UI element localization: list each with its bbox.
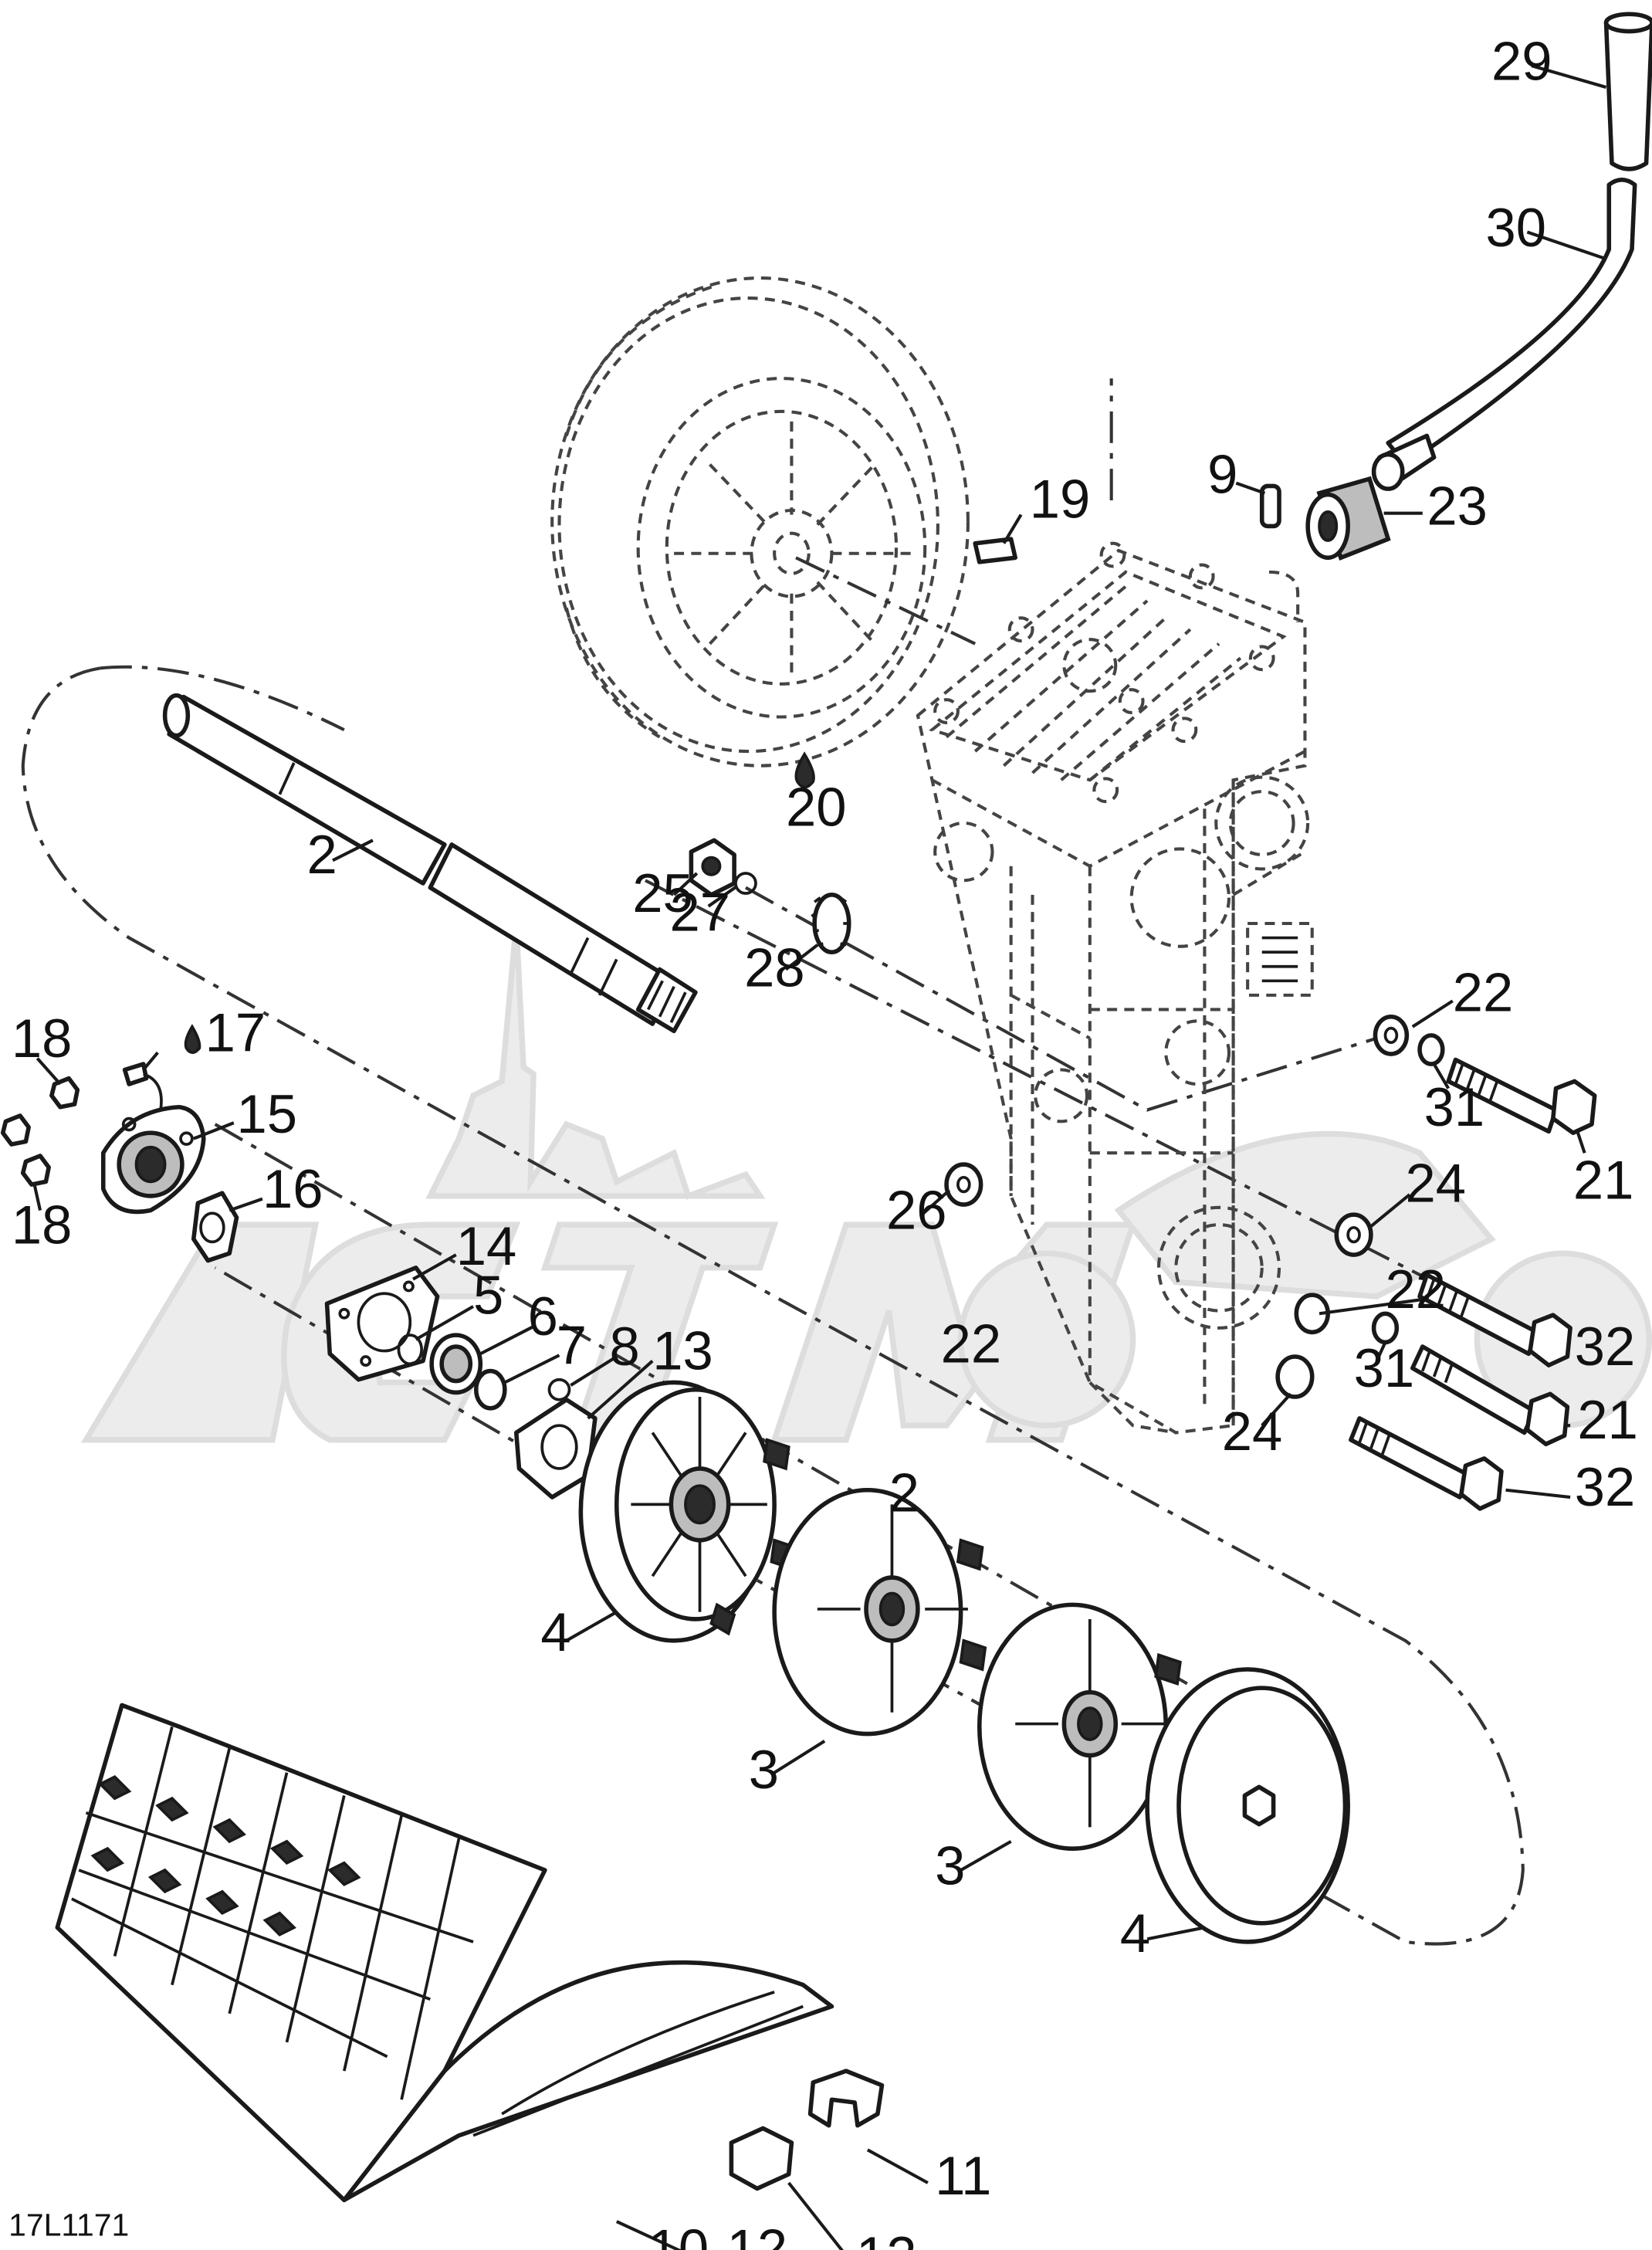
bolt-32-upper	[1417, 1272, 1572, 1367]
callout-21-upper: 21	[1573, 1150, 1634, 1211]
washer-24-lower	[1275, 1354, 1315, 1399]
callout-8: 8	[609, 1316, 639, 1377]
callout-22-middle: 22	[1385, 1259, 1446, 1320]
callout-26: 26	[886, 1180, 947, 1241]
callout-23: 23	[1427, 476, 1488, 537]
callout-24-upper: 24	[1405, 1152, 1466, 1213]
track-outline-phantom	[21, 666, 1525, 1946]
lock-washer-31-upper	[1417, 1033, 1445, 1066]
callout-20: 20	[786, 777, 847, 838]
circlip-5	[397, 1333, 424, 1366]
callout-12: 12	[856, 2225, 917, 2250]
bearing-6	[429, 1333, 483, 1395]
drive-axle	[162, 693, 698, 1034]
drive-sprocket-3-second	[977, 1602, 1185, 1851]
roll-pin	[1259, 483, 1281, 529]
callout-2-sprocket: 2	[889, 1462, 919, 1523]
coupler-16	[191, 1191, 239, 1263]
bolt-21-lower	[1410, 1344, 1570, 1447]
callout-4-outer: 4	[540, 1601, 570, 1662]
bearing-housing-15	[100, 1104, 206, 1215]
callout-10-12: 10-12	[648, 2218, 788, 2250]
bolt-32-lower	[1349, 1416, 1504, 1511]
drive-pulley-phantom	[550, 276, 970, 768]
callout-14: 14	[456, 1215, 517, 1276]
o-ring-8	[547, 1377, 571, 1401]
callout-19: 19	[1030, 468, 1091, 529]
callout-11: 11	[935, 2145, 991, 2206]
callout-28: 28	[744, 937, 805, 998]
track-section	[55, 1703, 834, 2203]
callout-16: 16	[262, 1158, 323, 1219]
callout-5: 5	[473, 1264, 503, 1325]
callout-24-lower: 24	[1222, 1401, 1283, 1462]
callout-31-lower: 31	[1354, 1337, 1415, 1398]
callout-9: 9	[1207, 444, 1237, 505]
leader-lines	[32, 64, 1607, 2250]
callout-13: 13	[652, 1320, 713, 1381]
callout-labels: 29 30 9 23 19 20 2 25 27 28 22 31 21 18 …	[12, 31, 1638, 2250]
callout-15: 15	[237, 1083, 298, 1144]
callout-3-first: 3	[749, 1739, 779, 1800]
sprocket-28	[811, 893, 851, 954]
callout-18-upper: 18	[12, 1008, 73, 1069]
callout-6: 6	[528, 1286, 558, 1347]
callout-4-wheel: 4	[1120, 1903, 1150, 1964]
callout-3-second: 3	[935, 1835, 965, 1896]
callout-7: 7	[557, 1314, 587, 1375]
callout-2-axle: 2	[307, 824, 337, 885]
oil-drop-icon	[184, 1024, 201, 1055]
washer-26	[944, 1162, 983, 1207]
nut-18-upper	[49, 1076, 80, 1110]
callout-25: 25	[632, 862, 693, 923]
o-ring-27	[734, 872, 757, 895]
callout-27: 27	[670, 881, 731, 942]
idler-wheel-4	[1145, 1667, 1350, 1944]
track-clip-11	[807, 2069, 885, 2128]
track-clip-12	[729, 2126, 794, 2191]
shaft-key	[973, 537, 1017, 564]
drive-sprocket-4-outer	[578, 1380, 798, 1643]
callout-31-upper: 31	[1424, 1076, 1485, 1137]
callout-29: 29	[1491, 31, 1552, 92]
callout-18-lower: 18	[12, 1194, 73, 1255]
callout-32-upper: 32	[1575, 1316, 1636, 1377]
bearing-plate-14	[324, 1266, 440, 1382]
seal-7	[473, 1368, 507, 1411]
callout-32-lower: 32	[1575, 1456, 1636, 1517]
callout-22-left: 22	[941, 1313, 1002, 1374]
washer-24-upper	[1334, 1212, 1373, 1257]
callout-21-lower: 21	[1577, 1389, 1638, 1450]
callout-30: 30	[1486, 197, 1547, 258]
callout-22-upper: 22	[1453, 961, 1514, 1022]
drive-sprocket-3-first	[772, 1487, 987, 1737]
nut-18-lower	[20, 1154, 51, 1187]
crank-bushing	[1305, 476, 1391, 561]
crank-handle	[1371, 178, 1637, 491]
nut-18-left	[0, 1113, 31, 1147]
drawing-code: 17L1171	[8, 2208, 129, 2243]
bolt-21-upper	[1446, 1057, 1597, 1136]
handle-grip	[1603, 12, 1652, 171]
chaincase-housing	[916, 541, 1314, 1435]
washer-22-upper	[1373, 1014, 1410, 1056]
callout-17: 17	[205, 1001, 266, 1062]
